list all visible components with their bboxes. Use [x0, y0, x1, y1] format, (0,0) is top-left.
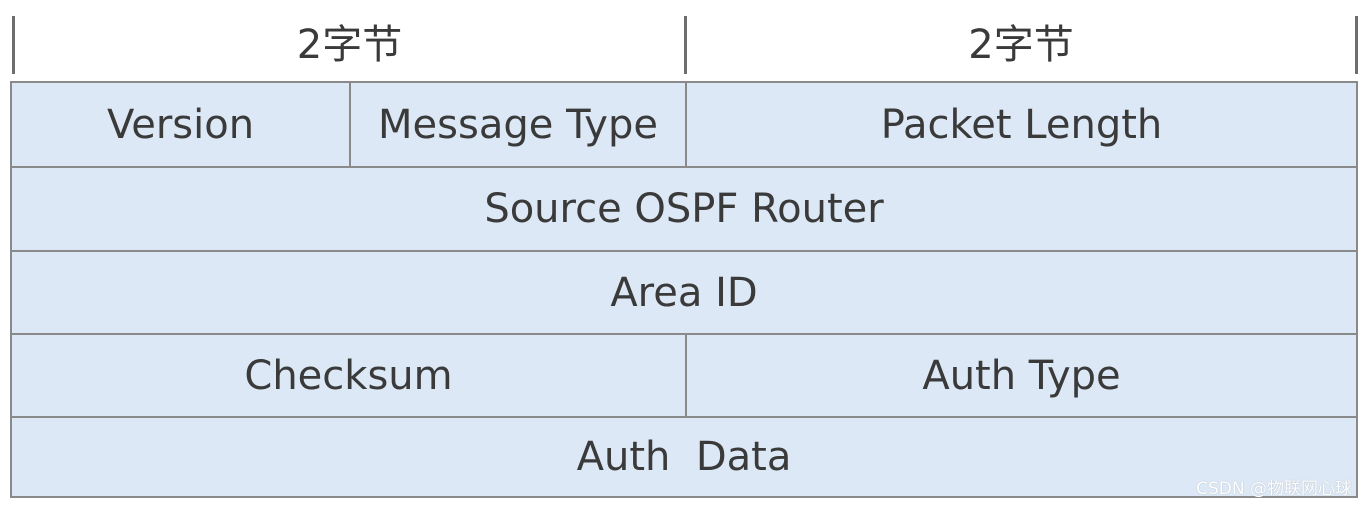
field-version: Version [106, 101, 255, 148]
header-label-right: 2字节 [968, 22, 1074, 68]
header-tick-middle [684, 16, 687, 74]
field-checksum: Checksum [244, 352, 453, 399]
header-tick-right [1355, 16, 1358, 74]
watermark: CSDN @物联网心球 [1196, 479, 1352, 499]
header-label-left: 2字节 [296, 22, 403, 68]
packet-row-1: Version Message Type Packet Length [12, 83, 1356, 166]
packet-row-5: Auth Data [12, 416, 1356, 496]
field-packet-length: Packet Length [685, 83, 1356, 166]
packet-row-3: Area ID [12, 250, 1356, 333]
ospf-packet-header-diagram: Version Message Type Packet Length Sourc… [10, 81, 1358, 498]
packet-row-4: Checksum Auth Type [12, 333, 1356, 416]
field-auth-type: Auth Type [685, 335, 1356, 416]
field-auth-data: Auth Data [576, 434, 792, 480]
field-area-id: Area ID [610, 269, 758, 316]
packet-row-2: Source OSPF Router [12, 166, 1356, 250]
field-message-type: Message Type [349, 83, 685, 166]
byte-width-header: 2字节 2字节 [12, 16, 1358, 74]
field-source-ospf-router: Source OSPF Router [484, 186, 884, 232]
header-tick-left [12, 16, 15, 74]
